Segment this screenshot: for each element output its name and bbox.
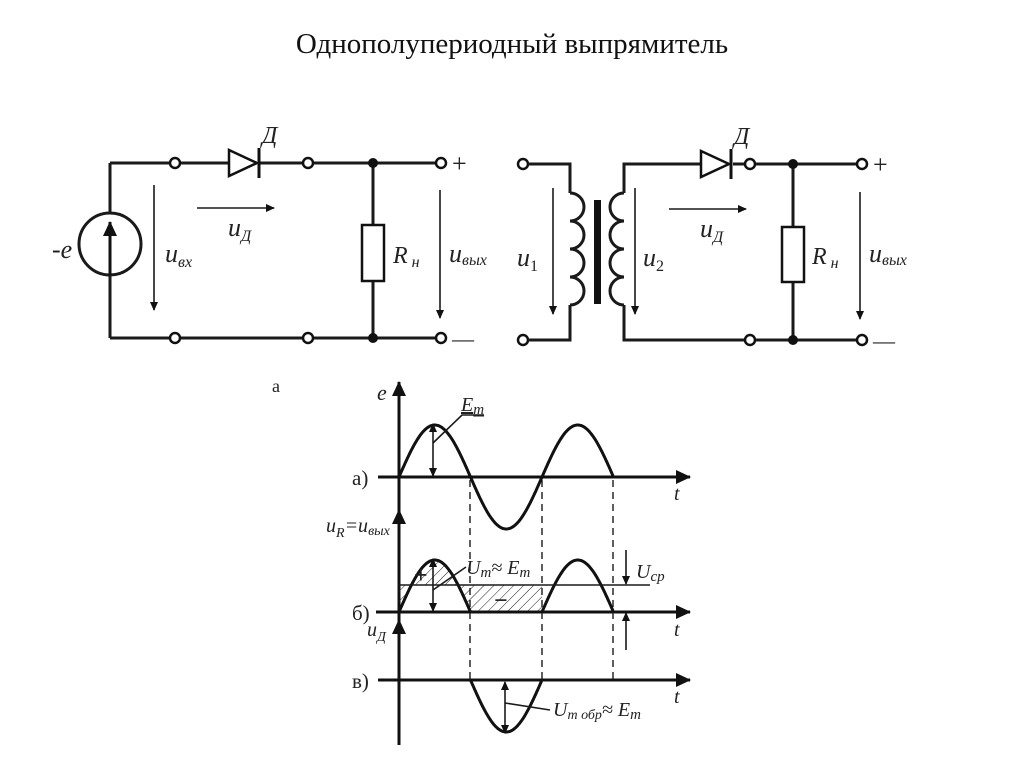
diode-label: Д [732,124,751,150]
leader-line [432,566,467,591]
output-terminal-plus [434,156,448,170]
avg-label: Uср [636,561,665,585]
plus-sign: + [873,150,888,179]
minus-sign: — [451,326,475,351]
diode-icon [227,148,261,178]
amplitude-label-b: Um≈ Em [466,557,531,581]
x-axis-label-a: t [674,483,680,505]
output-terminal-minus [434,331,448,345]
wire [622,162,700,193]
terminal [743,333,757,347]
amplitude-label-a: Em [460,394,484,418]
junction-dot [788,335,798,345]
diode-voltage-label: uД [700,214,724,246]
output-terminal-plus [855,157,869,171]
junction-dot [368,158,378,168]
diode-voltage-wave-c [469,679,543,734]
resistor-icon [360,223,386,283]
row-label-a: а) [352,466,368,490]
y-axis-label-b: uR=uвых [326,515,391,541]
diode-label: Д [260,123,279,149]
amplitude-label-c: Um обр≈ Em [553,699,641,723]
diode-icon [699,149,733,179]
terminal [743,157,757,171]
wire [622,305,745,342]
x-axis-label-c: t [674,686,680,708]
terminal [168,156,182,170]
terminal [301,331,315,345]
resistor-icon [780,225,806,284]
hatched-area [399,560,542,612]
row-label-c: в) [352,669,369,693]
junction-dot [788,159,798,169]
waveforms: Em Um≈ Em + − Uср Um обр≈ Em e t а) uR=u… [326,380,691,745]
y-axis-label-a: e [377,380,387,405]
leader-line [504,702,551,711]
caption-a: а [272,376,280,396]
output-terminal-minus [855,333,869,347]
primary-coil-icon [569,191,586,307]
secondary-coil-icon [608,191,625,307]
diode-voltage-label: uД [228,213,252,245]
primary-voltage-label: u1 [517,243,538,275]
input-terminal [516,157,530,171]
terminal [301,156,315,170]
plus-area-label: + [414,563,428,589]
row-label-b: б) [352,601,370,625]
input-voltage-label: uвх [165,239,192,271]
output-voltage-label: uвых [449,239,487,269]
page-title: Однополупериодный выпрямитель [295,28,729,60]
plus-sign: + [452,149,467,178]
output-voltage-label: uвых [869,239,907,269]
minus-area-label: − [494,588,508,614]
secondary-voltage-label: u2 [643,243,664,275]
transformer-core-icon [594,200,601,304]
y-axis-label-c: uД [367,619,387,645]
terminal [168,331,182,345]
wire [528,305,572,342]
source-label: -e [52,235,72,264]
junction-dot [368,333,378,343]
leader-line [432,414,484,444]
wire [528,162,572,193]
x-axis-label-b: t [674,619,680,641]
minus-sign: — [872,328,896,353]
input-terminal [516,333,530,347]
